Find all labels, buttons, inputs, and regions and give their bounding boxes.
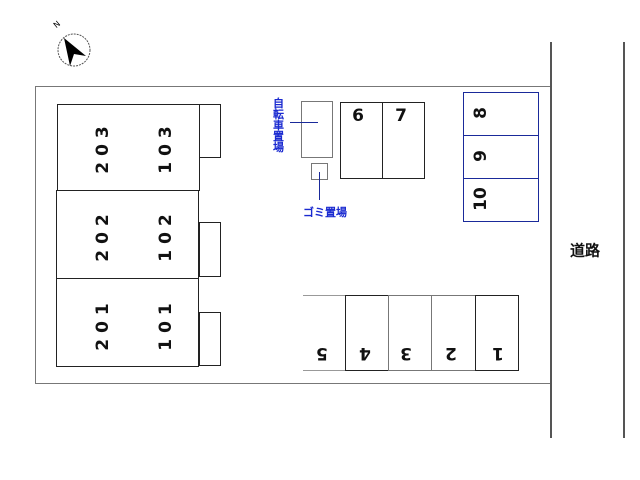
unit-202: 202 <box>93 208 113 262</box>
parking-7-label: 7 <box>395 106 407 126</box>
parking-1-label: 1 <box>492 343 504 363</box>
building-203-103 <box>57 104 200 191</box>
annex-102 <box>199 222 221 277</box>
garbage-area-label: ゴミ置場 <box>303 206 347 219</box>
building-202-102 <box>56 190 199 279</box>
parking-10-label: 10 <box>471 187 491 211</box>
parking-10 <box>463 178 539 222</box>
parking-1 <box>475 295 519 371</box>
parking-9-label: 9 <box>471 150 491 162</box>
annex-103 <box>199 104 221 158</box>
unit-103: 103 <box>156 120 176 174</box>
parking-5-label: 5 <box>316 343 328 363</box>
garbage-leader-line <box>319 172 320 200</box>
compass: N <box>52 19 92 68</box>
unit-101: 101 <box>156 297 176 351</box>
bicycle-leader-line <box>290 122 318 123</box>
parking-8-label: 8 <box>471 107 491 119</box>
road-label: 道路 <box>569 241 601 260</box>
parking-7 <box>382 102 425 179</box>
unit-102: 102 <box>156 208 176 262</box>
unit-201: 201 <box>93 297 113 351</box>
annex-101 <box>199 312 221 366</box>
bicycle-parking <box>301 101 333 158</box>
unit-203: 203 <box>93 120 113 174</box>
parking-5 <box>303 295 346 371</box>
road-edge-right <box>623 42 625 438</box>
road-edge-left <box>550 42 552 438</box>
parking-3-label: 3 <box>400 343 412 363</box>
bicycle-parking-label: 自転車置場 <box>273 97 284 154</box>
parking-2-label: 2 <box>445 343 457 363</box>
building-201-101 <box>56 278 199 367</box>
compass-north-arrow-icon <box>57 33 91 67</box>
parking-6-label: 6 <box>352 106 364 126</box>
parking-4-label: 4 <box>359 343 371 363</box>
